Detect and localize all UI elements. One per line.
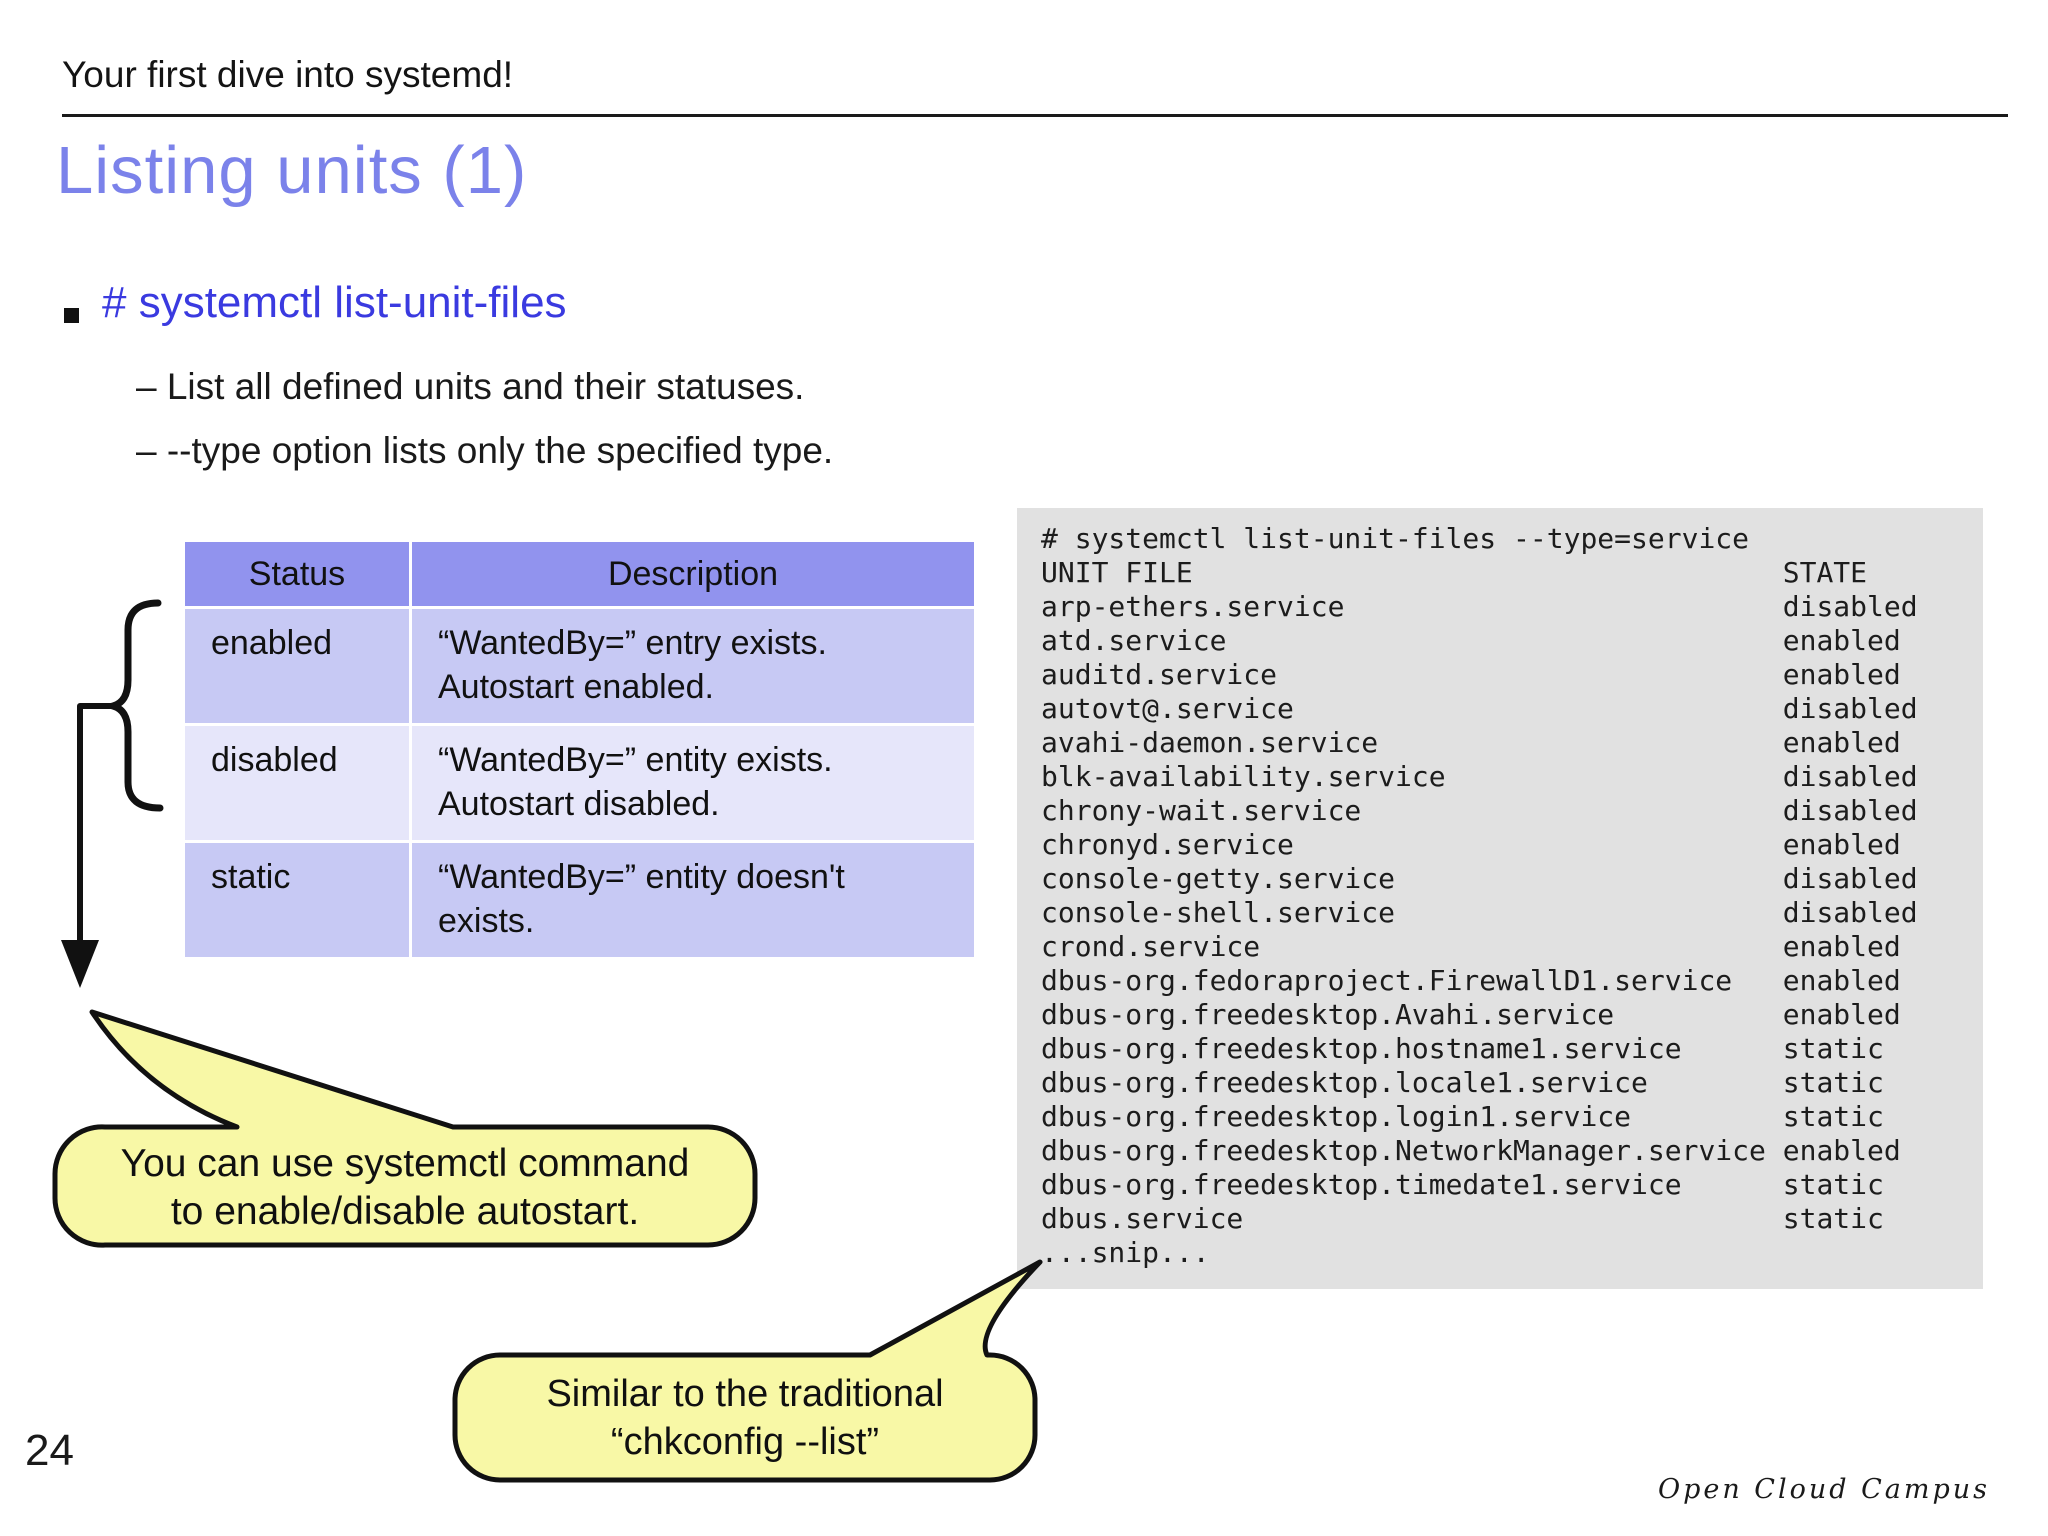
speech-bubble-shape	[452, 1259, 1043, 1483]
description-cell: “WantedBy=” entry exists.Autostart enabl…	[412, 609, 974, 723]
callout-bubble-autostart	[52, 1009, 758, 1248]
callout-line: “chkconfig --list”	[610, 1421, 880, 1463]
sub-bullet-type-option: – --type option lists only the specified…	[136, 430, 834, 471]
callout-line: to enable/disable autostart.	[170, 1190, 640, 1233]
status-cell: static	[185, 843, 409, 957]
description-cell: “WantedBy=” entity exists.Autostart disa…	[412, 726, 974, 840]
header-divider	[62, 114, 2008, 117]
speech-bubble-shape	[52, 1009, 758, 1248]
status-table: Status Description enabled“WantedBy=” en…	[182, 539, 977, 960]
status-table-header-row: Status Description	[185, 542, 974, 606]
terminal-text: # systemctl list-unit-files --type=servi…	[1041, 522, 1918, 1269]
brand-footer: Open Cloud Campus	[1657, 1474, 1990, 1505]
status-cell: enabled	[185, 609, 409, 723]
callout-text-autostart: You can use systemctl command to enable/…	[55, 1140, 755, 1236]
terminal-output: # systemctl list-unit-files --type=servi…	[1017, 508, 1983, 1289]
table-row: disabled“WantedBy=” entity exists.Autost…	[185, 726, 974, 840]
description-column-header: Description	[412, 542, 974, 606]
curly-brace-icon	[99, 599, 164, 812]
bullet-square-icon	[64, 308, 79, 323]
status-column-header: Status	[185, 542, 409, 606]
table-row: enabled“WantedBy=” entry exists.Autostar…	[185, 609, 974, 723]
callout-bubble-chkconfig	[452, 1259, 1043, 1483]
callout-text-chkconfig: Similar to the traditional “chkconfig --…	[455, 1370, 1035, 1466]
page-title: Listing units (1)	[56, 133, 528, 208]
status-cell: disabled	[185, 726, 409, 840]
arrow-line	[77, 703, 116, 949]
page-number: 24	[25, 1426, 74, 1475]
brace-arrow-graphic	[61, 599, 164, 988]
down-arrow-icon	[61, 940, 99, 988]
command-bullet-text: # systemctl list-unit-files	[102, 278, 567, 327]
slide-header-text: Your first dive into systemd!	[62, 54, 514, 95]
callout-line: Similar to the traditional	[546, 1373, 944, 1415]
status-table-body: enabled“WantedBy=” entry exists.Autostar…	[185, 609, 974, 957]
callout-line: You can use systemctl command	[120, 1142, 690, 1185]
sub-bullet-list-units: – List all defined units and their statu…	[136, 366, 805, 407]
